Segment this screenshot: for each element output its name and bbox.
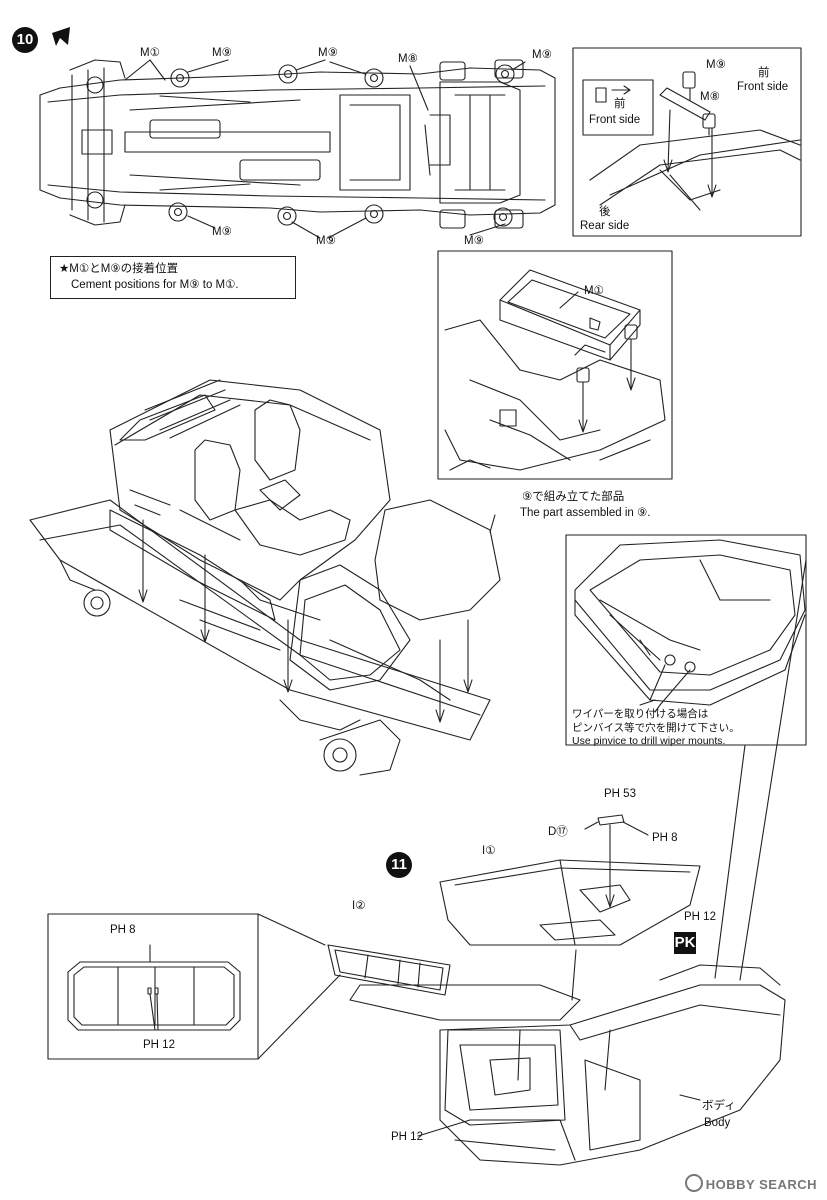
label-m9-top-a: M⑨ xyxy=(212,47,232,59)
rear-window-part xyxy=(67,944,241,1031)
label-d17: D⑰ xyxy=(548,826,568,838)
assembled-note-en: The part assembled in ⑨. xyxy=(520,507,651,519)
cement-note-en: Cement positions for M⑨ to M①. xyxy=(71,278,239,291)
label-m9-bot-a: M⑨ xyxy=(212,226,232,238)
wiper-note-jp-1: ワイパーを取り付ける場合は xyxy=(572,708,709,720)
label-ph8-window: PH 8 xyxy=(110,924,136,936)
pk-mark: PK xyxy=(674,932,696,954)
rear-window-leader xyxy=(257,913,341,1060)
m1-detail-panel xyxy=(437,250,673,480)
body-label-jp: ボディ xyxy=(702,1100,736,1112)
detail-front-jp: 前 xyxy=(758,67,770,79)
detail-m9-label: M⑨ xyxy=(706,59,726,71)
label-ph12-right: PH 12 xyxy=(684,911,716,923)
label-i2: I② xyxy=(352,900,366,912)
watermark-text: HOBBY SEARCH xyxy=(705,1177,817,1192)
hood-underside-detail xyxy=(574,539,806,713)
label-ph8-top: PH 8 xyxy=(652,832,678,844)
chassis-top-view xyxy=(39,59,556,239)
i2-window-part xyxy=(327,944,451,996)
label-ph53: PH 53 xyxy=(604,788,636,800)
i1-interior-part xyxy=(439,859,701,946)
body-shell xyxy=(349,964,786,1166)
detail-rear-jp: 後 xyxy=(599,206,611,218)
cement-note-box: ★M①とM⑨の接着位置 Cement positions for M⑨ to M… xyxy=(50,256,296,300)
m1-detail xyxy=(444,269,666,471)
front-mount-detail xyxy=(582,71,801,211)
label-ph12-bottom: PH 12 xyxy=(391,1131,423,1143)
label-m9-top-c: M⑨ xyxy=(532,49,552,61)
hobbysearch-logo-icon xyxy=(684,1174,703,1192)
step-10-badge: 10 xyxy=(12,27,38,53)
chassis-iso-assembly xyxy=(29,379,501,776)
wrench-step-icon xyxy=(52,27,70,46)
d17-clip-part xyxy=(584,814,649,908)
wiper-note-jp-2: ピンバイス等で穴を開けて下さい。 xyxy=(572,721,740,734)
watermark: HOBBY SEARCH xyxy=(684,1174,817,1192)
body-label-en: Body xyxy=(704,1117,731,1129)
label-ph12-window: PH 12 xyxy=(143,1039,175,1051)
cement-note-jp: ★M①とM⑨の接着位置 xyxy=(59,263,179,275)
legend-front-en: Front side xyxy=(589,114,641,126)
detail-front-en: Front side xyxy=(737,81,789,93)
detail-m8-label: M⑧ xyxy=(700,91,720,103)
label-m1-top: M① xyxy=(140,47,160,59)
wiper-detail-panel xyxy=(565,534,807,746)
label-m8-top: M⑧ xyxy=(398,53,418,65)
detail-rear-en: Rear side xyxy=(580,220,630,232)
rear-window-detail-panel xyxy=(47,913,259,1060)
label-i1: I① xyxy=(482,845,496,857)
step-11-badge: 11 xyxy=(386,852,412,878)
wiper-note-en: Use pinvice to drill wiper mounts. xyxy=(572,735,726,748)
m1-detail-label: M① xyxy=(584,285,604,297)
assembled-note-jp: ⑨で組み立てた部品 xyxy=(522,491,625,503)
panel-leader-lines xyxy=(714,559,807,981)
label-m9-bot-c: M⑨ xyxy=(464,235,484,247)
label-m9-top-b: M⑨ xyxy=(318,47,338,59)
label-m9-bot-b: M⑨ xyxy=(316,235,336,247)
front-mount-detail-panel xyxy=(572,47,802,237)
body-leader xyxy=(417,949,577,1137)
legend-front-jp: 前 xyxy=(614,98,626,110)
wiper-note: ワイパーを取り付ける場合は ピンバイス等で穴を開けて下さい。 Use pinvi… xyxy=(572,708,740,749)
wiper-leader xyxy=(649,664,691,706)
